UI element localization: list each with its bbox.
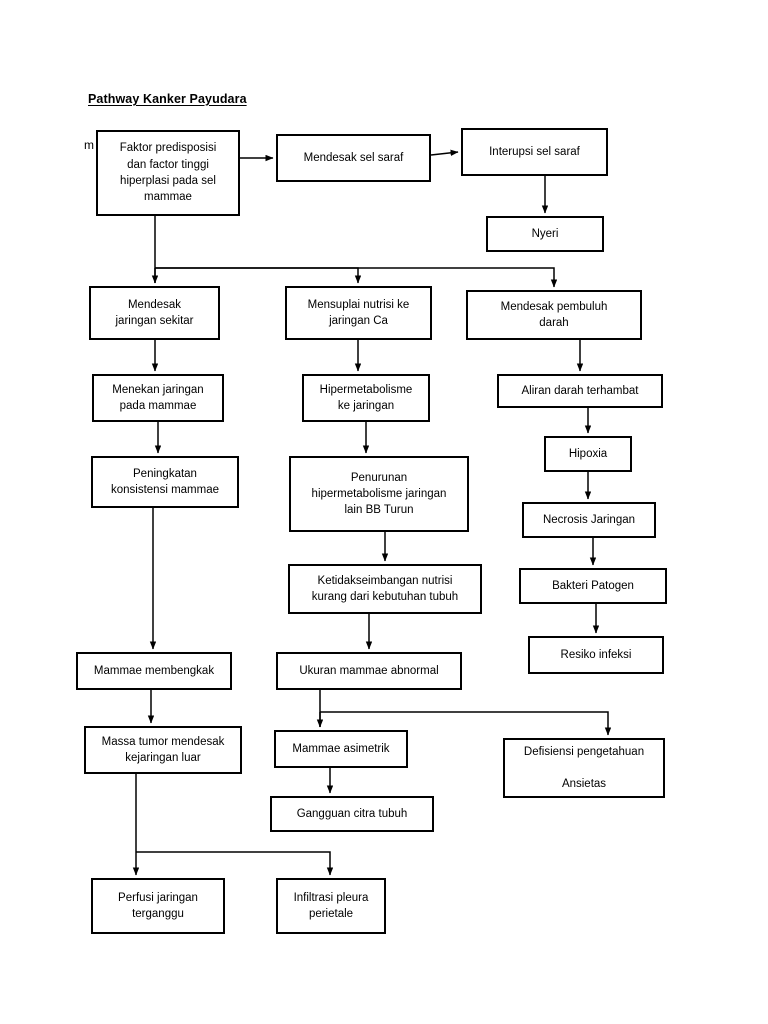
flow-node-label: Mendesak sel saraf xyxy=(303,151,404,164)
flow-node-label: Defisiensi pengetahuan Ansietas xyxy=(523,745,645,791)
flow-node-label: Mammae asimetrik xyxy=(292,742,390,755)
flow-node-label: Mendesak pembuluh darah xyxy=(500,300,608,329)
flow-node-label: Infiltrasi pleura perietale xyxy=(293,891,369,920)
flow-node-label: Mammae membengkak xyxy=(93,664,215,677)
flow-node-n18: Mammae membengkak xyxy=(76,652,232,690)
flow-node-label: Bakteri Patogen xyxy=(552,579,634,592)
flow-node-n4: Nyeri xyxy=(486,216,604,252)
flow-node-label: Resiko infeksi xyxy=(560,648,632,661)
stray-text: m xyxy=(84,138,94,152)
flow-node-n25: Infiltrasi pleura perietale xyxy=(276,878,386,934)
flow-node-label: Mensuplai nutrisi ke jaringan Ca xyxy=(307,298,410,327)
flow-node-label: Perfusi jaringan terganggu xyxy=(118,891,198,920)
flow-node-label: Gangguan citra tubuh xyxy=(296,807,408,820)
flow-node-n3: Interupsi sel saraf xyxy=(461,128,608,176)
flow-node-label: Menekan jaringan pada mammae xyxy=(112,383,204,412)
flow-node-n24: Perfusi jaringan terganggu xyxy=(91,878,225,934)
flow-node-n21: Mammae asimetrik xyxy=(274,730,408,768)
flow-node-label: Peningkatan konsistensi mammae xyxy=(110,467,219,496)
flow-node-n19: Ukuran mammae abnormal xyxy=(276,652,462,690)
flow-node-n17: Resiko infeksi xyxy=(528,636,664,674)
flow-node-label: Aliran darah terhambat xyxy=(521,384,639,397)
flow-node-n9: Hipermetabolisme ke jaringan xyxy=(302,374,430,422)
flow-node-label: Hipoxia xyxy=(568,447,608,460)
flow-node-n2: Mendesak sel saraf xyxy=(276,134,431,182)
flow-node-n6: Mensuplai nutrisi ke jaringan Ca xyxy=(285,286,432,340)
flow-node-n5: Mendesak jaringan sekitar xyxy=(89,286,220,340)
page-title: Pathway Kanker Payudara xyxy=(88,92,247,106)
flow-node-label: Massa tumor mendesak kejaringan luar xyxy=(101,735,225,764)
flow-node-label: Necrosis Jaringan xyxy=(542,513,636,526)
flow-node-n1: Faktor predisposisi dan factor tinggi hi… xyxy=(96,130,240,216)
flow-node-label: Ketidakseimbangan nutrisi kurang dari ke… xyxy=(311,574,459,603)
flow-node-n10: Aliran darah terhambat xyxy=(497,374,663,408)
flow-node-n22: Defisiensi pengetahuan Ansietas xyxy=(503,738,665,798)
flow-node-n8: Menekan jaringan pada mammae xyxy=(92,374,224,422)
flow-node-n14: Necrosis Jaringan xyxy=(522,502,656,538)
flow-node-n13: Hipoxia xyxy=(544,436,632,472)
flow-node-label: Ukuran mammae abnormal xyxy=(299,664,439,677)
flow-node-n20: Massa tumor mendesak kejaringan luar xyxy=(84,726,242,774)
flow-node-n15: Ketidakseimbangan nutrisi kurang dari ke… xyxy=(288,564,482,614)
flow-node-label: Nyeri xyxy=(531,227,559,240)
flow-node-label: Mendesak jaringan sekitar xyxy=(115,298,194,327)
flow-node-label: Penurunan hipermetabolisme jaringan lain… xyxy=(311,471,447,517)
flow-node-n7: Mendesak pembuluh darah xyxy=(466,290,642,340)
flow-node-n11: Peningkatan konsistensi mammae xyxy=(91,456,239,508)
flow-node-n12: Penurunan hipermetabolisme jaringan lain… xyxy=(289,456,469,532)
flow-node-n16: Bakteri Patogen xyxy=(519,568,667,604)
flow-node-label: Interupsi sel saraf xyxy=(489,145,580,158)
flow-node-label: Faktor predisposisi dan factor tinggi hi… xyxy=(119,142,217,204)
flow-node-n23: Gangguan citra tubuh xyxy=(270,796,434,832)
flow-node-label: Hipermetabolisme ke jaringan xyxy=(319,383,413,412)
